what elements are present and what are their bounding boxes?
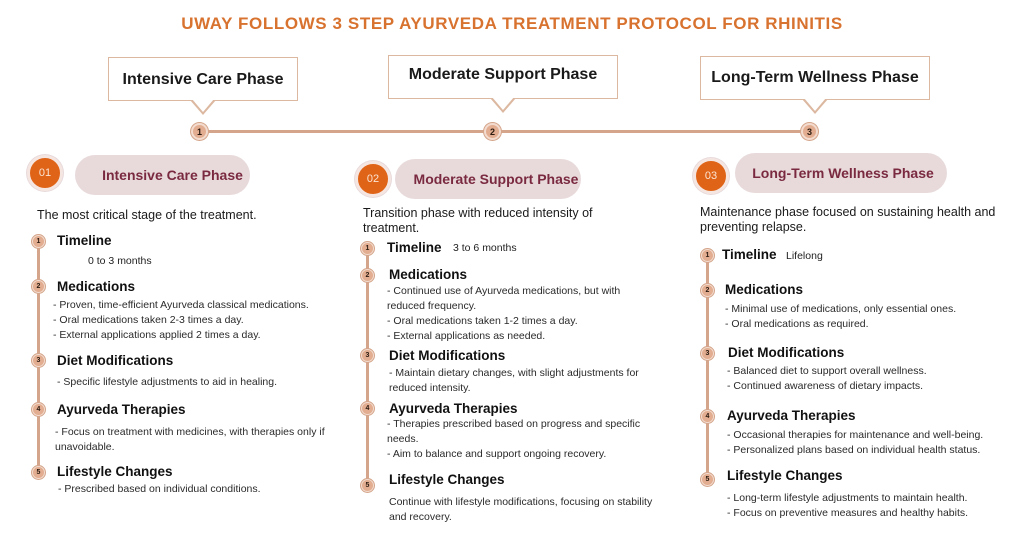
item-heading: Timeline xyxy=(387,240,442,255)
timeline-callout-label: Moderate Support Phase xyxy=(408,66,598,83)
item-body: - Long-term lifestyle adjustments to mai… xyxy=(727,491,1022,521)
phase-pill: Moderate Support Phase xyxy=(395,159,581,199)
item-number-badge: 2 xyxy=(361,269,374,282)
phase-name: Long-Term Wellness Phase xyxy=(752,165,934,181)
phase-item-line xyxy=(706,255,709,480)
item-body: - Therapies prescribed based on progress… xyxy=(387,417,672,462)
item-body: - Specific lifestyle adjustments to aid … xyxy=(57,375,337,390)
phase-description: Maintenance phase focused on sustaining … xyxy=(700,205,996,234)
item-number-badge: 5 xyxy=(32,466,45,479)
item-line: - Oral medications taken 1-2 times a day… xyxy=(387,315,578,327)
item-body: - Minimal use of medications, only essen… xyxy=(725,302,1015,332)
item-line: - External applications as needed. xyxy=(387,330,546,342)
item-body: - Maintain dietary changes, with slight … xyxy=(389,366,654,396)
item-body: - Proven, time-efficient Ayurveda classi… xyxy=(53,298,343,343)
item-line: - Continued awareness of dietary impacts… xyxy=(727,380,924,392)
item-line: - Minimal use of medications, only essen… xyxy=(725,303,957,315)
item-line: - Oral medications taken 2-3 times a day… xyxy=(53,314,244,326)
item-number-badge: 1 xyxy=(701,249,714,262)
timeline-step-1: 1 xyxy=(191,123,208,140)
item-heading: Timeline xyxy=(722,247,777,262)
item-line: - Focus on treatment with medicines, wit… xyxy=(55,426,325,453)
item-number-badge: 1 xyxy=(361,242,374,255)
timeline-callout-label: Long-Term Wellness Phase xyxy=(711,69,919,86)
item-line: - Aim to balance and support ongoing rec… xyxy=(387,448,607,460)
item-number-badge: 3 xyxy=(32,354,45,367)
item-heading: Lifestyle Changes xyxy=(727,468,843,483)
item-number-badge: 3 xyxy=(701,347,714,360)
item-line: - Long-term lifestyle adjustments to mai… xyxy=(727,492,968,504)
item-number-badge: 4 xyxy=(361,402,374,415)
item-heading: Diet Modifications xyxy=(389,348,506,363)
item-line: - Specific lifestyle adjustments to aid … xyxy=(57,376,278,388)
item-number-badge: 2 xyxy=(701,284,714,297)
item-heading: Timeline xyxy=(57,233,112,248)
item-heading: Lifestyle Changes xyxy=(57,464,173,479)
item-number-badge: 2 xyxy=(32,280,45,293)
item-number-badge: 1 xyxy=(32,235,45,248)
item-heading: Diet Modifications xyxy=(728,345,845,360)
item-heading: Ayurveda Therapies xyxy=(727,408,856,423)
phase-description: Transition phase with reduced intensity … xyxy=(363,206,593,235)
item-line: - Continued use of Ayurveda medications,… xyxy=(387,285,621,312)
phase-number-badge: 01 xyxy=(27,155,63,191)
item-line: Continue with lifestyle modifications, f… xyxy=(389,496,653,523)
timeline-step-2: 2 xyxy=(484,123,501,140)
phase-number-badge: 02 xyxy=(355,161,391,197)
timeline-track xyxy=(200,130,810,133)
page-title: UWAY FOLLOWS 3 STEP AYURVEDA TREATMENT P… xyxy=(181,14,843,33)
timeline-callout-1: Intensive Care Phase xyxy=(108,57,298,115)
timeline-callout-3: Long-Term Wellness Phase xyxy=(700,56,930,114)
phase-description: The most critical stage of the treatment… xyxy=(37,208,257,222)
item-body: - Prescribed based on individual conditi… xyxy=(58,482,338,497)
item-number-badge: 5 xyxy=(701,473,714,486)
phase-number-badge: 03 xyxy=(693,158,729,194)
item-line: - Proven, time-efficient Ayurveda classi… xyxy=(53,299,309,311)
item-line: - Personalized plans based on individual… xyxy=(727,444,981,456)
item-value: 3 to 6 months xyxy=(453,242,517,254)
phase-name: Intensive Care Phase xyxy=(102,167,243,183)
item-line: - Occasional therapies for maintenance a… xyxy=(727,429,984,441)
timeline-callout-2: Moderate Support Phase xyxy=(388,55,618,113)
item-number-badge: 3 xyxy=(361,349,374,362)
item-body: - Occasional therapies for maintenance a… xyxy=(727,428,1022,458)
item-heading: Lifestyle Changes xyxy=(389,472,505,487)
item-heading: Medications xyxy=(725,282,804,297)
item-body: - Balanced diet to support overall welln… xyxy=(727,364,1017,394)
item-line: - Prescribed based on individual conditi… xyxy=(58,483,261,495)
phase-name: Moderate Support Phase xyxy=(413,171,579,187)
item-value: 0 to 3 months xyxy=(88,255,152,267)
item-heading: Medications xyxy=(57,279,136,294)
item-heading: Ayurveda Therapies xyxy=(389,401,518,416)
phase-pill: Long-Term Wellness Phase xyxy=(735,153,947,193)
item-body: - Continued use of Ayurveda medications,… xyxy=(387,284,657,344)
item-line: - Oral medications as required. xyxy=(725,318,869,330)
phase-pill: Intensive Care Phase xyxy=(75,155,250,195)
timeline-step-3: 3 xyxy=(801,123,818,140)
item-number-badge: 4 xyxy=(32,403,45,416)
item-body: Continue with lifestyle modifications, f… xyxy=(389,495,654,525)
phase-item-line xyxy=(366,248,369,485)
item-number-badge: 4 xyxy=(701,410,714,423)
item-body: - Focus on treatment with medicines, wit… xyxy=(55,425,325,455)
item-line: - Focus on preventive measures and healt… xyxy=(727,507,969,519)
item-line: - External applications applied 2 times … xyxy=(53,329,261,341)
item-line: - Maintain dietary changes, with slight … xyxy=(389,367,639,394)
item-number-badge: 5 xyxy=(361,479,374,492)
item-value: Lifelong xyxy=(786,250,823,262)
item-line: - Therapies prescribed based on progress… xyxy=(387,418,641,445)
item-heading: Medications xyxy=(389,267,468,282)
item-line: - Balanced diet to support overall welln… xyxy=(727,365,927,377)
item-heading: Ayurveda Therapies xyxy=(57,402,186,417)
timeline-callout-label: Intensive Care Phase xyxy=(122,71,284,88)
item-heading: Diet Modifications xyxy=(57,353,174,368)
